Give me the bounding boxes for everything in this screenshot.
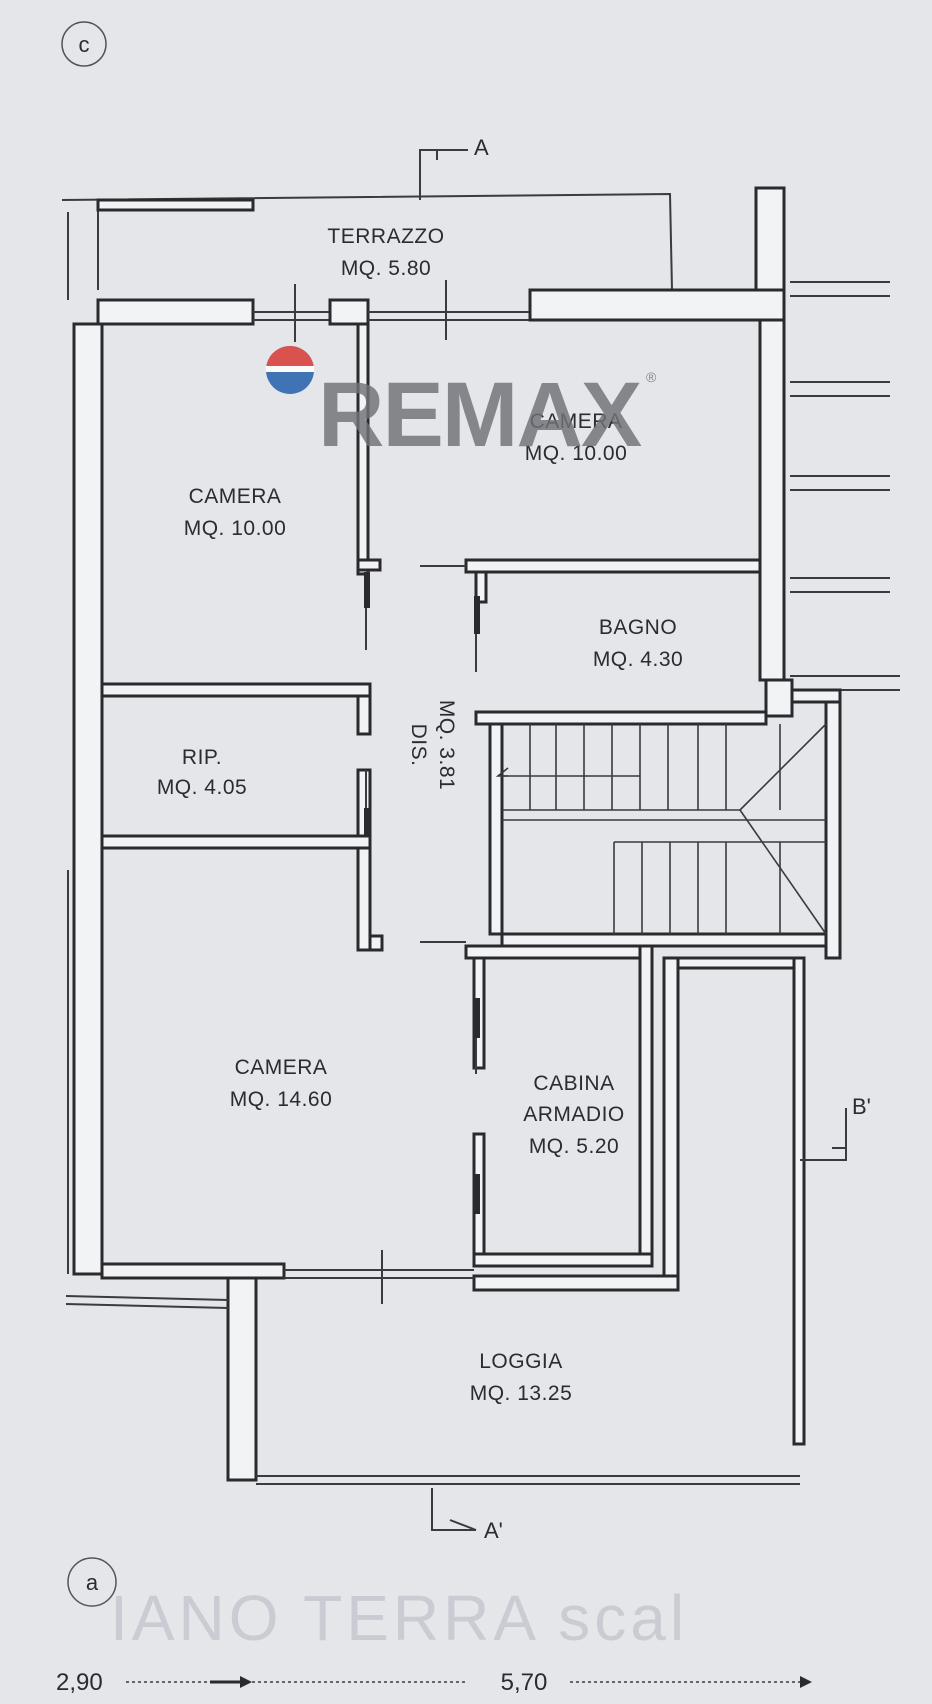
doors [294,280,480,1304]
room-dis-area: MQ. 3.81 [435,700,458,790]
room-loggia-area: MQ. 13.25 [470,1382,573,1405]
room-cabina-name2: ARMADIO [523,1103,625,1126]
remax-registered-mark: ® [646,369,657,385]
room-camera-left-name: CAMERA [189,485,282,508]
section-marker-a-prime-label: A' [484,1518,503,1543]
door-cabina [474,1174,480,1214]
section-marker-a-label: A [474,135,489,160]
room-terrazzo: TERRAZZO MQ. 5.80 [327,225,444,280]
room-dis: DIS. MQ. 3.81 [407,700,458,790]
room-cabina-area: MQ. 5.20 [529,1135,619,1158]
room-dis-name: DIS. [407,724,430,767]
dimension-line: 2,90 5,70 [56,1669,812,1696]
corner-marker-a-label: a [86,1570,99,1595]
walls [65,186,842,1485]
corner-marker-a: a [67,1557,117,1607]
section-marker-a: A [419,135,489,200]
remax-watermark: REMAX ® [266,346,657,466]
dimension-main: 5,70 [501,1669,548,1696]
door-camera-big [474,998,480,1038]
room-camera-left-area: MQ. 10.00 [184,517,287,540]
ghost-text: IANO TERRA scal [110,1582,688,1654]
dimension-left: 2,90 [56,1669,103,1696]
room-terrazzo-name: TERRAZZO [327,225,444,248]
remax-balloon-icon [266,346,314,394]
door-rip [364,808,370,836]
room-camera-big: CAMERA MQ. 14.60 [230,1056,333,1111]
room-bagno: BAGNO MQ. 4.30 [593,616,683,671]
section-marker-a-prime: A' [431,1488,503,1543]
staircase [495,723,827,935]
room-rip-name: RIP. [182,746,222,769]
room-terrazzo-area: MQ. 5.80 [341,257,431,280]
room-bagno-name: BAGNO [599,616,677,639]
room-rip-area: MQ. 4.05 [157,776,247,799]
room-cabina-name: CABINA [533,1072,614,1095]
room-camera-big-area: MQ. 14.60 [230,1088,333,1111]
room-loggia: LOGGIA MQ. 13.25 [470,1350,573,1405]
section-marker-b-prime: B' [800,1094,871,1161]
external-right-lines [790,281,900,691]
room-bagno-area: MQ. 4.30 [593,648,683,671]
door-camera-left [364,572,370,608]
remax-logo-text: REMAX [318,364,642,466]
room-rip: RIP. MQ. 4.05 [157,746,247,799]
door-bagno [474,596,480,634]
room-camera-right-area: MQ. 10.00 [525,442,628,465]
room-loggia-name: LOGGIA [479,1350,563,1373]
terrace-boundary [61,192,673,300]
room-camera-right: CAMERA MQ. 10.00 [525,410,628,465]
corner-marker-c: c [61,21,107,67]
room-cabina: CABINA ARMADIO MQ. 5.20 [523,1072,625,1158]
corner-marker-c-label: c [79,32,90,57]
room-camera-big-name: CAMERA [235,1056,328,1079]
room-camera-right-name: CAMERA [530,410,623,433]
section-marker-b-prime-label: B' [852,1094,871,1119]
room-camera-left: CAMERA MQ. 10.00 [184,485,287,540]
